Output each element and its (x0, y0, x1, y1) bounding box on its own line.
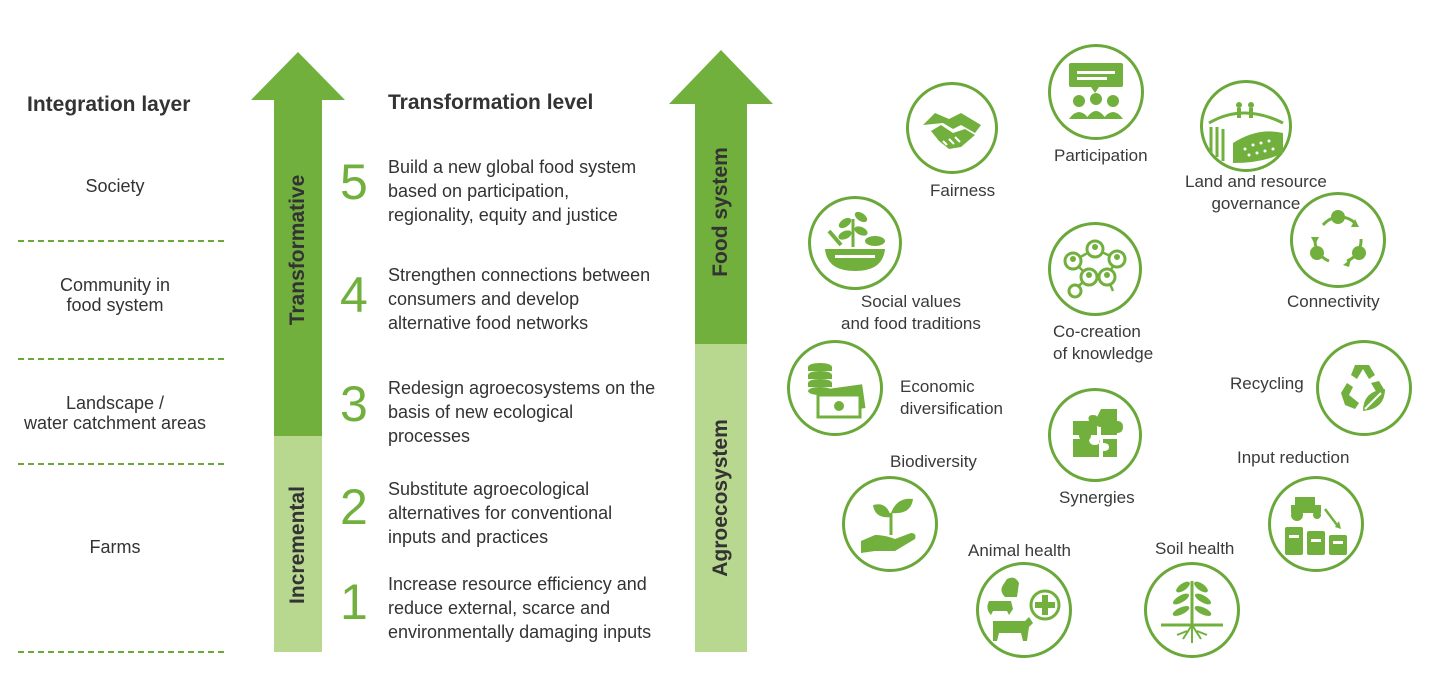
level-number: 2 (340, 479, 368, 535)
transformation-level-header: Transformation level (388, 91, 594, 114)
hand-plant-icon (842, 476, 938, 572)
scope-arrow (669, 50, 773, 652)
food-system-label: Food system (709, 147, 732, 277)
layer-landscape: Landscape / water catchment areas (23, 393, 207, 433)
speech-group-icon (1048, 44, 1144, 140)
biodiversity-label: Biodiversity (890, 452, 977, 471)
layer-divider (18, 358, 224, 360)
layer-divider (18, 463, 224, 465)
recycling-label: Recycling (1230, 374, 1304, 393)
level-number: 1 (340, 574, 368, 630)
layer-farms: Farms (89, 537, 141, 557)
transformation-arrow (251, 52, 345, 652)
level-description: Strengthen connections between consumers… (388, 265, 651, 333)
handshake-icon (906, 82, 998, 174)
social-values-label: Social values and food traditions (841, 292, 981, 333)
money-icon (787, 340, 883, 436)
land-governance-label: Land and resource governance (1185, 172, 1327, 213)
livestock-cross-icon (976, 562, 1072, 658)
puzzle-icon (1048, 388, 1142, 482)
tractor-sacks-icon (1268, 476, 1364, 572)
layer-society: Society (85, 176, 145, 196)
level-number: 4 (340, 267, 368, 323)
connectivity-label: Connectivity (1287, 292, 1380, 311)
transformative-label: Transformative (286, 174, 309, 326)
level-description: Build a new global food system based on … (388, 157, 637, 225)
fairness-label: Fairness (930, 181, 996, 200)
soil-health-label: Soil health (1155, 539, 1235, 558)
level-description: Substitute agroecological alternatives f… (388, 479, 613, 547)
recycle-leaf-icon (1316, 340, 1412, 436)
layer-community: Community in food system (59, 275, 171, 315)
agroecosystem-label: Agroecosystem (709, 419, 732, 577)
economic-diversification-label: Economic diversification (900, 377, 1003, 418)
food-bowl-icon (808, 196, 902, 290)
network-people-icon (1048, 222, 1142, 316)
landscape-people-icon (1200, 80, 1292, 172)
input-reduction-label: Input reduction (1237, 448, 1350, 467)
integration-layer-header: Integration layer (27, 93, 191, 116)
plant-roots-icon (1144, 562, 1240, 658)
level-description: Redesign agroecosystems on the basis of … (388, 378, 656, 446)
co-creation-label: Co-creation of knowledge (1053, 322, 1154, 363)
animal-health-label: Animal health (968, 541, 1072, 560)
layer-divider (18, 240, 224, 242)
incremental-label: Incremental (286, 486, 309, 604)
level-number: 3 (340, 376, 368, 432)
level-description: Increase resource efficiency and reduce … (388, 574, 652, 642)
layer-divider (18, 651, 224, 653)
cycle-icon (1290, 192, 1386, 288)
synergies-label: Synergies (1059, 488, 1135, 507)
participation-label: Participation (1054, 146, 1148, 165)
level-number: 5 (340, 154, 368, 210)
